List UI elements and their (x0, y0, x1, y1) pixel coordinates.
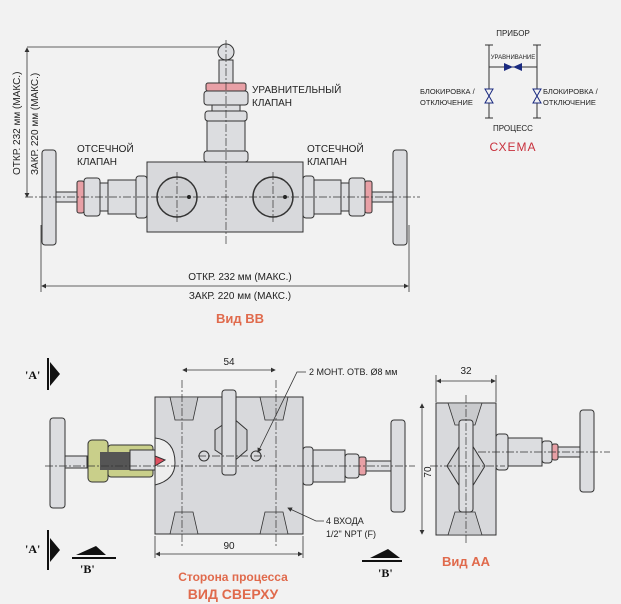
handle-bar (579, 409, 595, 493)
vertical-dim-closed: ЗАКР. 220 мм (МАКС.) (30, 73, 41, 175)
inlets-label: 1/2" NPT (F) (326, 529, 376, 539)
schematic: ПРИБОР УРАВНИВАНИЕ БЛОКИРОВКА / ОТКЛЮЧЕН… (420, 29, 599, 154)
dim-32: 32 (460, 366, 472, 377)
left-cutaway-valve (49, 417, 167, 509)
handle-bar (41, 149, 57, 246)
view-bb-title: Вид ВВ (216, 311, 264, 326)
isolation-right-label: ОТСЕЧНОЙ (307, 142, 364, 155)
equalizer-handle (221, 389, 237, 476)
equalizer-label: КЛАПАН (252, 98, 292, 109)
handle-bar (392, 149, 408, 246)
npt-ports (169, 396, 289, 535)
section-b-right: 'B' (378, 566, 393, 580)
top-view: ОТКР. 232 мм (МАКС.) ЗАКР. 220 мм (МАКС.… (12, 40, 420, 326)
block-valve-right-icon (532, 88, 542, 104)
process-label: ПРОЦЕСС (493, 124, 533, 133)
dim-54: 54 (223, 357, 235, 368)
block-left-label: БЛОКИРОВКА / (420, 87, 476, 96)
equalize-label: УРАВНИВАНИЕ (491, 55, 536, 61)
isolation-right-label: КЛАПАН (307, 157, 347, 168)
equalizer-label: УРАВНИТЕЛЬНЫЙ (252, 83, 341, 96)
top-view-title: ВИД СВЕРХУ (188, 586, 279, 602)
section-a-bottom: 'A' (25, 542, 40, 556)
horizontal-dim-open: ОТКР. 232 мм (МАКС.) (188, 272, 291, 283)
schema-title: СХЕМА (490, 140, 537, 154)
bottom-view: 'A' 'A' 'B' 'B' (25, 357, 415, 602)
mount-holes-label: 2 МОНТ. ОТВ. Ø8 мм (309, 367, 397, 377)
inlets-label: 4 ВХОДА (326, 516, 364, 526)
cutaway (154, 437, 176, 486)
equalize-valve-icon (504, 63, 522, 71)
block-right-label: БЛОКИРОВКА / (543, 87, 599, 96)
section-a-top: 'A' (25, 368, 40, 382)
horizontal-dim-closed: ЗАКР. 220 мм (МАКС.) (189, 291, 291, 302)
dim-70: 70 (423, 466, 434, 478)
dim-90: 90 (223, 541, 235, 552)
block-left-label: ОТКЛЮЧЕНИЕ (420, 98, 473, 107)
isolation-left-label: КЛАПАН (77, 157, 117, 168)
vertical-dim-open: ОТКР. 232 мм (МАКС.) (12, 72, 23, 175)
section-b-left: 'B' (80, 562, 95, 576)
view-aa-title: Вид АА (442, 554, 491, 569)
view-aa: 32 70 Вид АА (419, 366, 610, 569)
block-valve-left-icon (484, 88, 494, 104)
isolation-left-label: ОТСЕЧНОЙ (77, 142, 134, 155)
process-side-label: Сторона процесса (178, 570, 288, 584)
instrument-label: ПРИБОР (496, 29, 530, 38)
block-right-label: ОТКЛЮЧЕНИЕ (543, 98, 596, 107)
handle-bar (49, 417, 66, 509)
